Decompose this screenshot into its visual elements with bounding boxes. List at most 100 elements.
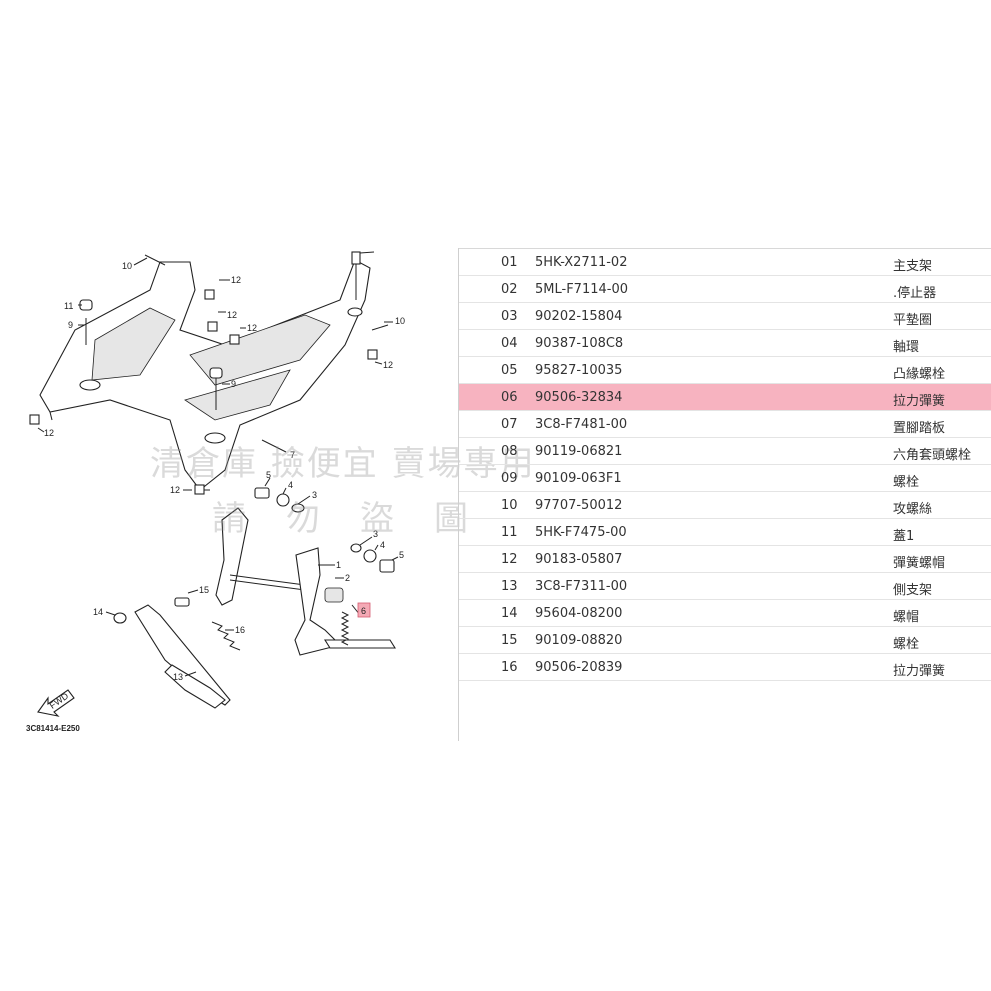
part-name: 凸緣螺栓 <box>893 367 946 382</box>
part-number: 90202-15804 <box>535 309 623 324</box>
part-number: 90109-08820 <box>535 633 623 648</box>
callout-label: 6 <box>361 606 366 616</box>
table-row: 05 95827-10035 凸緣螺栓 <box>459 357 991 384</box>
part-name: 螺栓 <box>893 637 920 652</box>
part-number: 90506-32834 <box>535 390 623 405</box>
part-name: 側支架 <box>893 583 933 598</box>
part-name: 主支架 <box>893 259 933 274</box>
part-number-index: 09 <box>501 471 518 486</box>
part-name: 六角套頭螺栓 <box>893 448 972 463</box>
part-number-index: 14 <box>501 606 518 621</box>
leader-lines <box>37 251 399 677</box>
callout-label: 10 <box>122 261 132 271</box>
callout-label: 4 <box>288 480 293 490</box>
table-row: 13 3C8-F7311-00 側支架 <box>459 573 991 600</box>
table-row: 15 90109-08820 螺栓 <box>459 627 991 654</box>
callout-label: 12 <box>383 360 393 370</box>
part-name: 蓋1 <box>893 529 915 544</box>
part-number-index: 15 <box>501 633 518 648</box>
part-number: 90387-108C8 <box>535 336 624 351</box>
part-number: 5HK-X2711-02 <box>535 255 628 270</box>
table-row: 10 97707-50012 攻螺絲 <box>459 492 991 519</box>
part-name: 螺栓 <box>893 475 920 490</box>
callout-highlight-box <box>357 602 371 618</box>
side-stand-drawing <box>134 604 231 709</box>
part-number-index: 06 <box>501 390 518 405</box>
diagram-code: 3C81414-E250 <box>26 724 80 733</box>
part-number-index: 16 <box>501 660 518 675</box>
callout-label: 4 <box>380 540 385 550</box>
table-row: 16 90506-20839 拉力彈簧 <box>459 654 991 681</box>
footrest-frame-drawing <box>39 259 371 491</box>
part-number: 95604-08200 <box>535 606 623 621</box>
callout-label: 12 <box>170 485 180 495</box>
main-stand-drawing <box>215 507 396 656</box>
callout-label: 5 <box>399 550 404 560</box>
callout-label: 3 <box>312 490 317 500</box>
part-name: 軸環 <box>893 340 920 355</box>
table-row: 09 90109-063F1 螺栓 <box>459 465 991 492</box>
part-number-index: 11 <box>501 525 518 540</box>
table-row: 06 90506-32834 拉力彈簧 <box>459 384 991 411</box>
table-row: 14 95604-08200 螺帽 <box>459 600 991 627</box>
callout-label: 12 <box>44 428 54 438</box>
forward-arrow-icon: FWD <box>37 689 75 717</box>
part-name: .停止器 <box>893 286 937 301</box>
table-row: 07 3C8-F7481-00 置腳踏板 <box>459 411 991 438</box>
callout-label: 11 <box>64 301 73 311</box>
part-number-index: 02 <box>501 282 518 297</box>
part-number: 3C8-F7311-00 <box>535 579 628 594</box>
callout-label: 12 <box>227 310 237 320</box>
table-top-rule <box>459 248 991 249</box>
part-number-index: 13 <box>501 579 518 594</box>
callout-label: 7 <box>290 450 295 460</box>
callout-label: 5 <box>266 470 271 480</box>
table-row: 12 90183-05807 彈簧螺帽 <box>459 546 991 573</box>
callout-labels: 10 12 11 9 12 12 10 12 9 12 7 12 5 4 3 3… <box>44 261 405 682</box>
callout-label: 2 <box>345 573 350 583</box>
part-name: 彈簧螺帽 <box>893 556 946 571</box>
callout-label: 12 <box>247 323 257 333</box>
part-number-index: 07 <box>501 417 518 432</box>
table-row: 08 90119-06821 六角套頭螺栓 <box>459 438 991 465</box>
part-number: 3C8-F7481-00 <box>535 417 628 432</box>
part-number: 5ML-F7114-00 <box>535 282 628 297</box>
part-name: 平墊圈 <box>893 313 933 328</box>
part-name: 置腳踏板 <box>893 421 946 436</box>
part-number: 97707-50012 <box>535 498 623 513</box>
table-row: 02 5ML-F7114-00 .停止器 <box>459 276 991 303</box>
part-number-index: 08 <box>501 444 518 459</box>
callout-label: 9 <box>68 320 73 330</box>
callout-label: 15 <box>199 585 209 595</box>
part-name: 拉力彈簧 <box>893 664 946 679</box>
part-name: 攻螺絲 <box>893 502 933 517</box>
callout-label: 14 <box>93 607 103 617</box>
callout-label: 13 <box>173 672 183 682</box>
exploded-parts-diagram: 10 12 11 9 12 12 10 12 9 12 7 12 5 4 3 3… <box>26 251 405 733</box>
part-number-index: 03 <box>501 309 518 324</box>
callout-label: 12 <box>231 275 241 285</box>
part-number: 90109-063F1 <box>535 471 622 486</box>
part-name: 拉力彈簧 <box>893 394 946 409</box>
part-number-index: 12 <box>501 552 518 567</box>
part-number-index: 10 <box>501 498 518 513</box>
callout-label: 16 <box>235 625 245 635</box>
callout-label: 9 <box>231 379 236 389</box>
part-number: 90119-06821 <box>535 444 623 459</box>
springs-drawing <box>211 611 350 651</box>
part-number: 95827-10035 <box>535 363 623 378</box>
part-number-index: 04 <box>501 336 518 351</box>
part-number: 90506-20839 <box>535 660 623 675</box>
part-name: 螺帽 <box>893 610 920 625</box>
part-number: 90183-05807 <box>535 552 623 567</box>
part-number-index: 05 <box>501 363 518 378</box>
table-row: 04 90387-108C8 軸環 <box>459 330 991 357</box>
callout-label: 3 <box>373 529 378 539</box>
callout-label: 10 <box>395 316 405 326</box>
table-row: 03 90202-15804 平墊圈 <box>459 303 991 330</box>
callout-label: 1 <box>336 560 341 570</box>
